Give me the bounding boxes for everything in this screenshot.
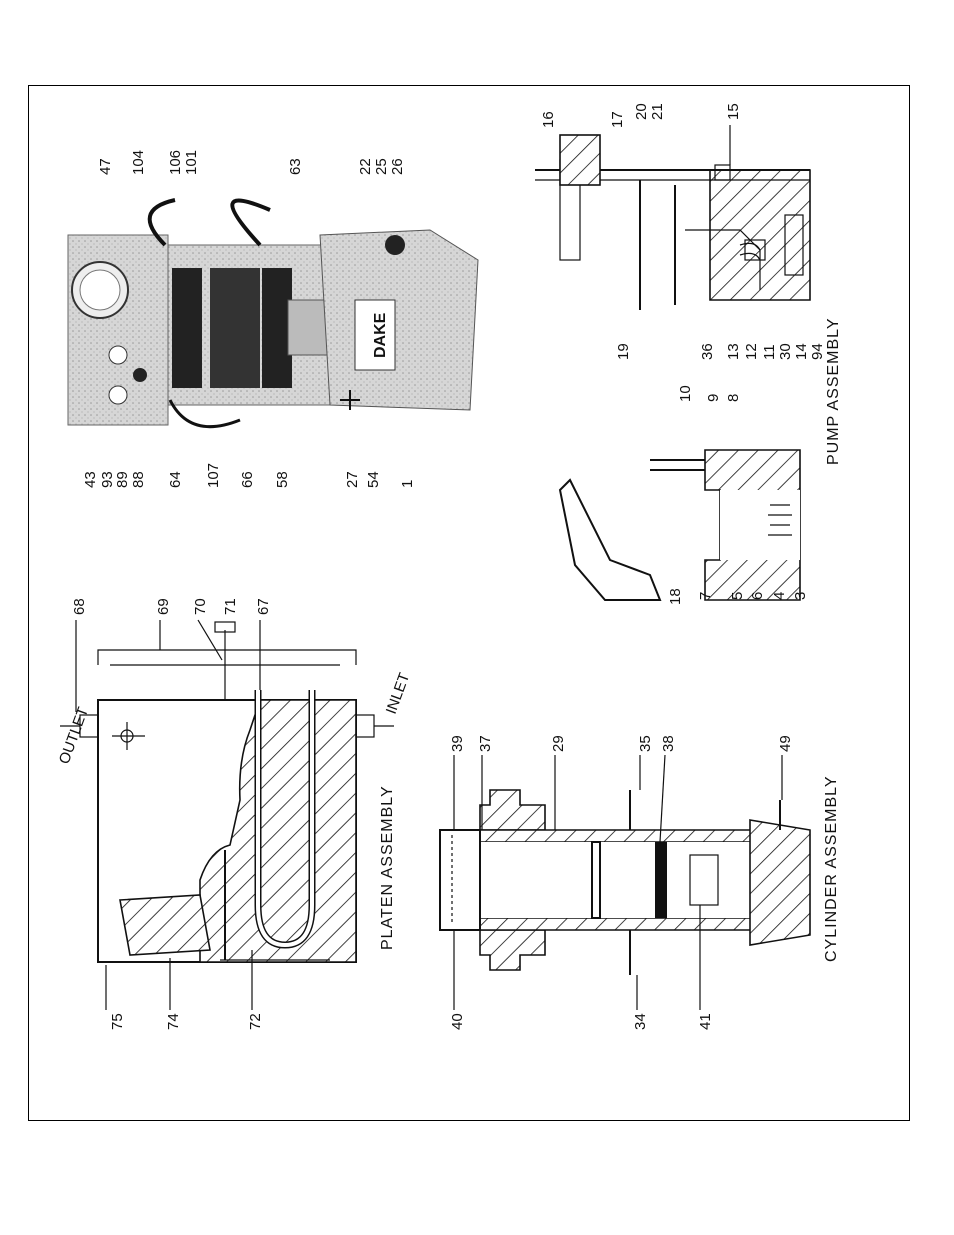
callout-14: 14 (793, 343, 810, 360)
callout-7: 7 (697, 592, 714, 600)
callout-106: 106 (167, 150, 184, 175)
inlet-label: INLET (383, 671, 414, 717)
callout-38: 38 (660, 735, 677, 752)
callout-74: 74 (165, 1013, 182, 1030)
callout-40: 40 (449, 1013, 466, 1030)
callout-49: 49 (777, 735, 794, 752)
callout-5: 5 (729, 592, 746, 600)
callout-37: 37 (477, 735, 494, 752)
callout-19: 19 (615, 343, 632, 360)
callout-104: 104 (130, 150, 147, 175)
dake-brand-text: DAKE (372, 312, 389, 358)
callout-107: 107 (205, 463, 222, 488)
callout-16: 16 (540, 111, 557, 128)
callout-88: 88 (130, 471, 147, 488)
callout-29: 29 (550, 735, 567, 752)
callout-36: 36 (699, 343, 716, 360)
callout-47: 47 (97, 158, 114, 175)
callout-30: 30 (777, 343, 794, 360)
pump-assembly: PUMP ASSEMBLY 18 7 5 6 4 3 10 9 8 19 36 … (535, 103, 842, 605)
callout-89: 89 (114, 471, 131, 488)
callout-25: 25 (373, 158, 390, 175)
callout-41: 41 (697, 1013, 714, 1030)
callout-101: 101 (183, 150, 200, 175)
callout-64: 64 (167, 471, 184, 488)
platen-assembly: OUTLET INLET PLATEN ASSEMBLY 75 74 72 68… (56, 598, 414, 1030)
callout-27: 27 (344, 471, 361, 488)
pump-assembly-title: PUMP ASSEMBLY (825, 317, 842, 465)
callout-18: 18 (667, 588, 684, 605)
callout-71: 71 (222, 598, 239, 615)
callout-63: 63 (287, 158, 304, 175)
callout-72: 72 (247, 1013, 264, 1030)
callout-3: 3 (792, 592, 809, 600)
callout-21: 21 (649, 103, 666, 120)
callout-67: 67 (255, 598, 272, 615)
callout-68: 68 (71, 598, 88, 615)
callout-17: 17 (609, 111, 626, 128)
callout-39: 39 (449, 735, 466, 752)
callout-34: 34 (632, 1013, 649, 1030)
callout-58: 58 (274, 471, 291, 488)
callout-10: 10 (677, 385, 694, 402)
callout-69: 69 (155, 598, 172, 615)
cylinder-assembly-title: CYLINDER ASSEMBLY (823, 775, 840, 962)
callout-11: 11 (761, 344, 778, 360)
press-photo: DAKE 43 93 89 88 64 107 66 58 27 54 1 47… (68, 150, 478, 488)
callout-13: 13 (725, 343, 742, 360)
callout-9: 9 (705, 394, 722, 402)
callout-66: 66 (239, 471, 256, 488)
callout-12: 12 (743, 343, 760, 360)
outlet-label: OUTLET (56, 705, 92, 766)
callout-94: 94 (809, 343, 826, 360)
callout-54: 54 (365, 471, 382, 488)
platen-assembly-title: PLATEN ASSEMBLY (379, 785, 396, 950)
callout-1: 1 (399, 480, 416, 488)
callout-43: 43 (82, 471, 99, 488)
cylinder-assembly: CYLINDER ASSEMBLY 40 34 41 39 37 29 35 3… (440, 735, 840, 1030)
callout-22: 22 (357, 158, 374, 175)
callout-70: 70 (192, 598, 209, 615)
callout-6: 6 (749, 592, 766, 600)
callout-35: 35 (637, 735, 654, 752)
callout-26: 26 (389, 158, 406, 175)
callout-75: 75 (109, 1013, 126, 1030)
callout-15: 15 (725, 103, 742, 120)
callout-8: 8 (725, 394, 742, 402)
callout-4: 4 (771, 592, 788, 600)
callout-20: 20 (633, 103, 650, 120)
